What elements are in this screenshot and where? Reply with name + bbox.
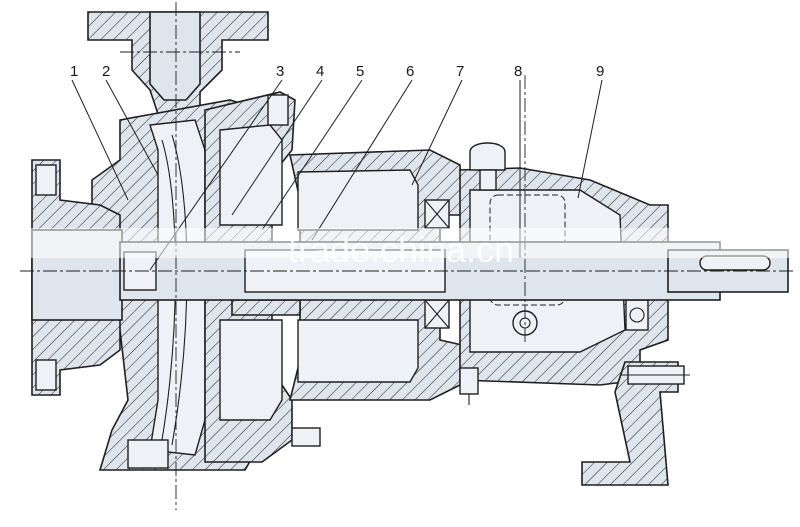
breather-cap (469, 142, 506, 171)
seal-chamber-lower (219, 319, 283, 421)
keyway (699, 255, 771, 271)
discharge-nozzle-bore (149, 11, 201, 101)
leader-line-9 (577, 79, 603, 199)
watermark-band (0, 228, 800, 258)
cover-bolt-bottom (291, 427, 321, 447)
casing-bolt-bottom (127, 439, 169, 469)
callout-8: 8 (514, 63, 522, 80)
callout-5: 5 (356, 63, 364, 80)
drain-plug (459, 367, 479, 395)
callout-3: 3 (276, 63, 284, 80)
bearing-front-cross (424, 199, 450, 229)
watermark-text: trade.china.cn (288, 229, 514, 270)
leader-line-7 (411, 79, 463, 186)
callout-6: 6 (406, 63, 414, 80)
bracket-window-lower (297, 319, 419, 383)
seal-chamber (219, 124, 283, 226)
leader-line-2 (105, 79, 159, 176)
bearing-rear-ball (629, 307, 645, 323)
leader-line-6 (311, 79, 413, 241)
callout-4: 4 (316, 63, 324, 80)
mechanical-seal (231, 299, 301, 316)
breather-stem (479, 169, 497, 191)
callout-7: 7 (456, 63, 464, 80)
suction-flange-bolt (35, 164, 57, 196)
leader-line-5 (261, 79, 363, 231)
callout-9: 9 (596, 63, 604, 80)
leader-line-4 (231, 79, 323, 216)
leader-line-1 (71, 79, 129, 201)
bracket-window-upper (297, 169, 419, 231)
cover-bolt-top (267, 94, 289, 126)
callout-1: 1 (70, 63, 78, 80)
suction-flange-bolt (35, 359, 57, 391)
bearing-rear (625, 299, 649, 331)
callout-2: 2 (102, 63, 110, 80)
bearing-front-lower-cross (424, 299, 450, 329)
